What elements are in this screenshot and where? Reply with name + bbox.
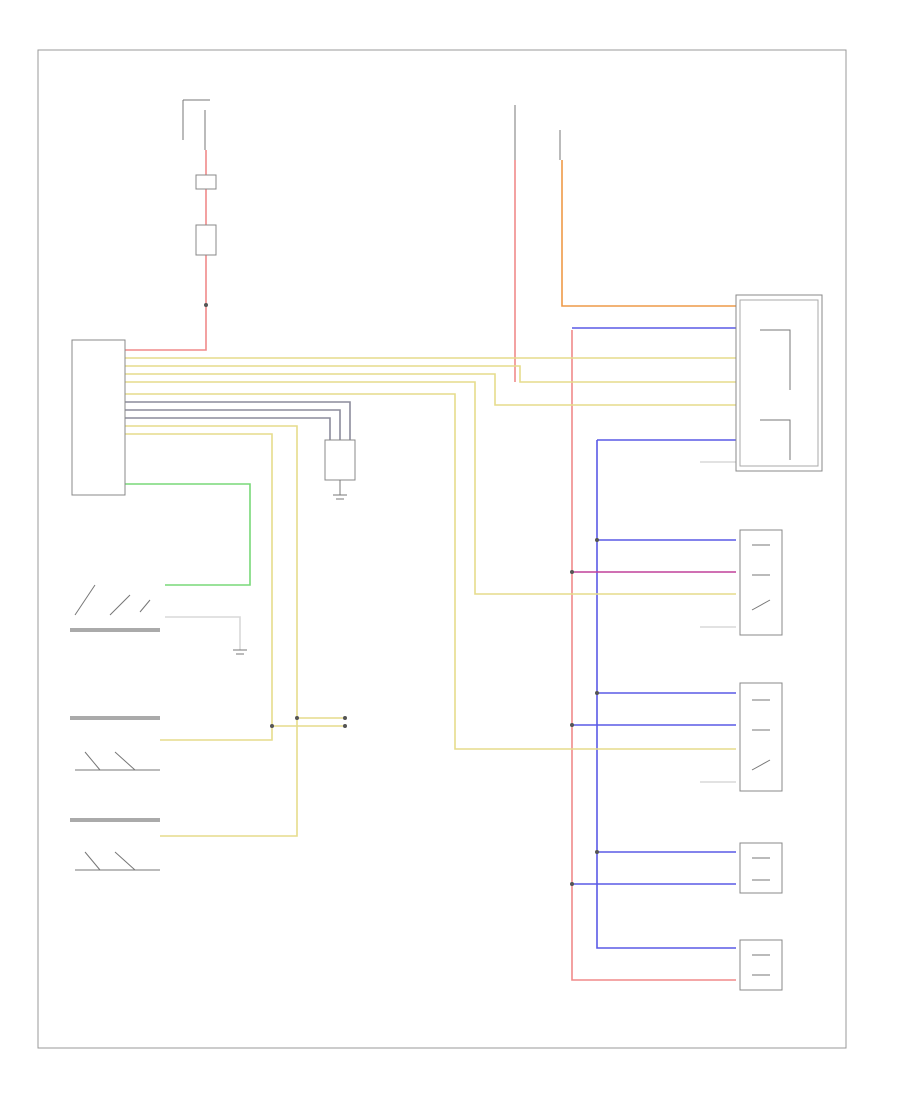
wire-blue-vertical [596, 440, 736, 949]
wire-yellow-2 [125, 365, 736, 383]
wire-orange [561, 160, 736, 307]
wire-green [125, 483, 251, 586]
left-rear-lock-actuator [739, 842, 783, 894]
ground-key-group [233, 649, 247, 655]
key-switch [70, 584, 160, 632]
wire-yellow-6 [125, 425, 298, 837]
driver-lock-actuator [735, 294, 823, 472]
connector-upper-group [195, 224, 217, 256]
diagram-frame [37, 49, 847, 1049]
wire-gray-1 [125, 401, 351, 440]
wire-yellow-7 [125, 433, 273, 741]
right-rear-lock-actuator [739, 939, 783, 991]
wire-yellow-3 [125, 373, 736, 406]
right-front-switch [70, 818, 160, 871]
connector-mid-group [343, 716, 347, 728]
wire-ground-key [165, 616, 241, 650]
top-fuse-group [182, 99, 210, 150]
wire-gray-3 [125, 417, 331, 440]
left-front-lock-actuator [739, 529, 783, 636]
wire-gray-2 [125, 409, 341, 440]
wire-yellow-4 [125, 381, 736, 595]
wire-red-bus-right [571, 330, 736, 981]
junctions [204, 303, 599, 886]
ground-center-group [324, 439, 356, 500]
right-fuse-group [514, 105, 561, 160]
left-front-switch [70, 716, 160, 771]
wire-red-power-left [125, 150, 207, 351]
right-front-lock-actuator [739, 682, 783, 792]
wires [125, 150, 736, 981]
control-unit [71, 339, 126, 496]
splice-group [195, 174, 217, 190]
wire-yellow-5 [125, 393, 736, 750]
